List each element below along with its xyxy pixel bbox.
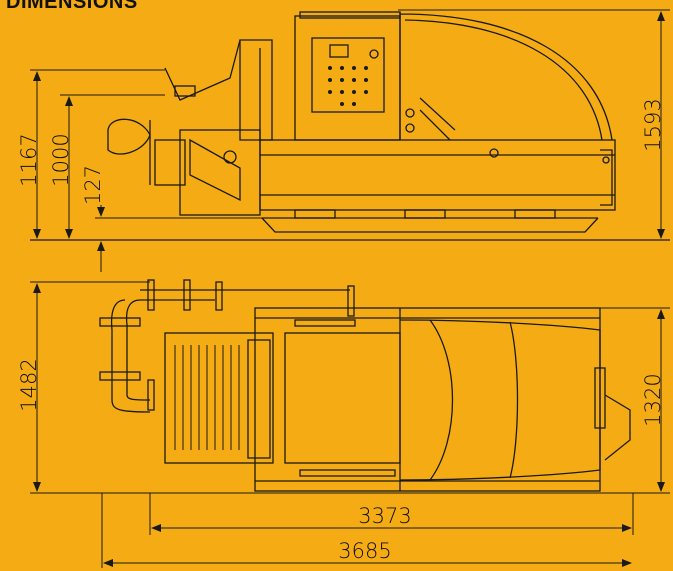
overall-height-label: 1593: [641, 98, 665, 151]
overall-width-label: 1482: [17, 358, 41, 411]
body-width-label: 1320: [641, 373, 665, 426]
height-a-label: 1167: [17, 133, 41, 186]
height-b-label: 1000: [49, 133, 73, 186]
overall-length-label: 3685: [338, 539, 391, 563]
body-length-label: 3373: [358, 504, 411, 528]
top-view: [99, 279, 631, 492]
keypad: [328, 66, 368, 106]
side-view: [30, 11, 670, 241]
ground-clearance-label: 127: [81, 165, 105, 205]
top-dimension-lines: [30, 281, 670, 568]
radiator-grill: [174, 345, 240, 450]
page-title: DIMENSIONS: [6, 0, 138, 13]
side-dimension-lines: [30, 9, 670, 272]
